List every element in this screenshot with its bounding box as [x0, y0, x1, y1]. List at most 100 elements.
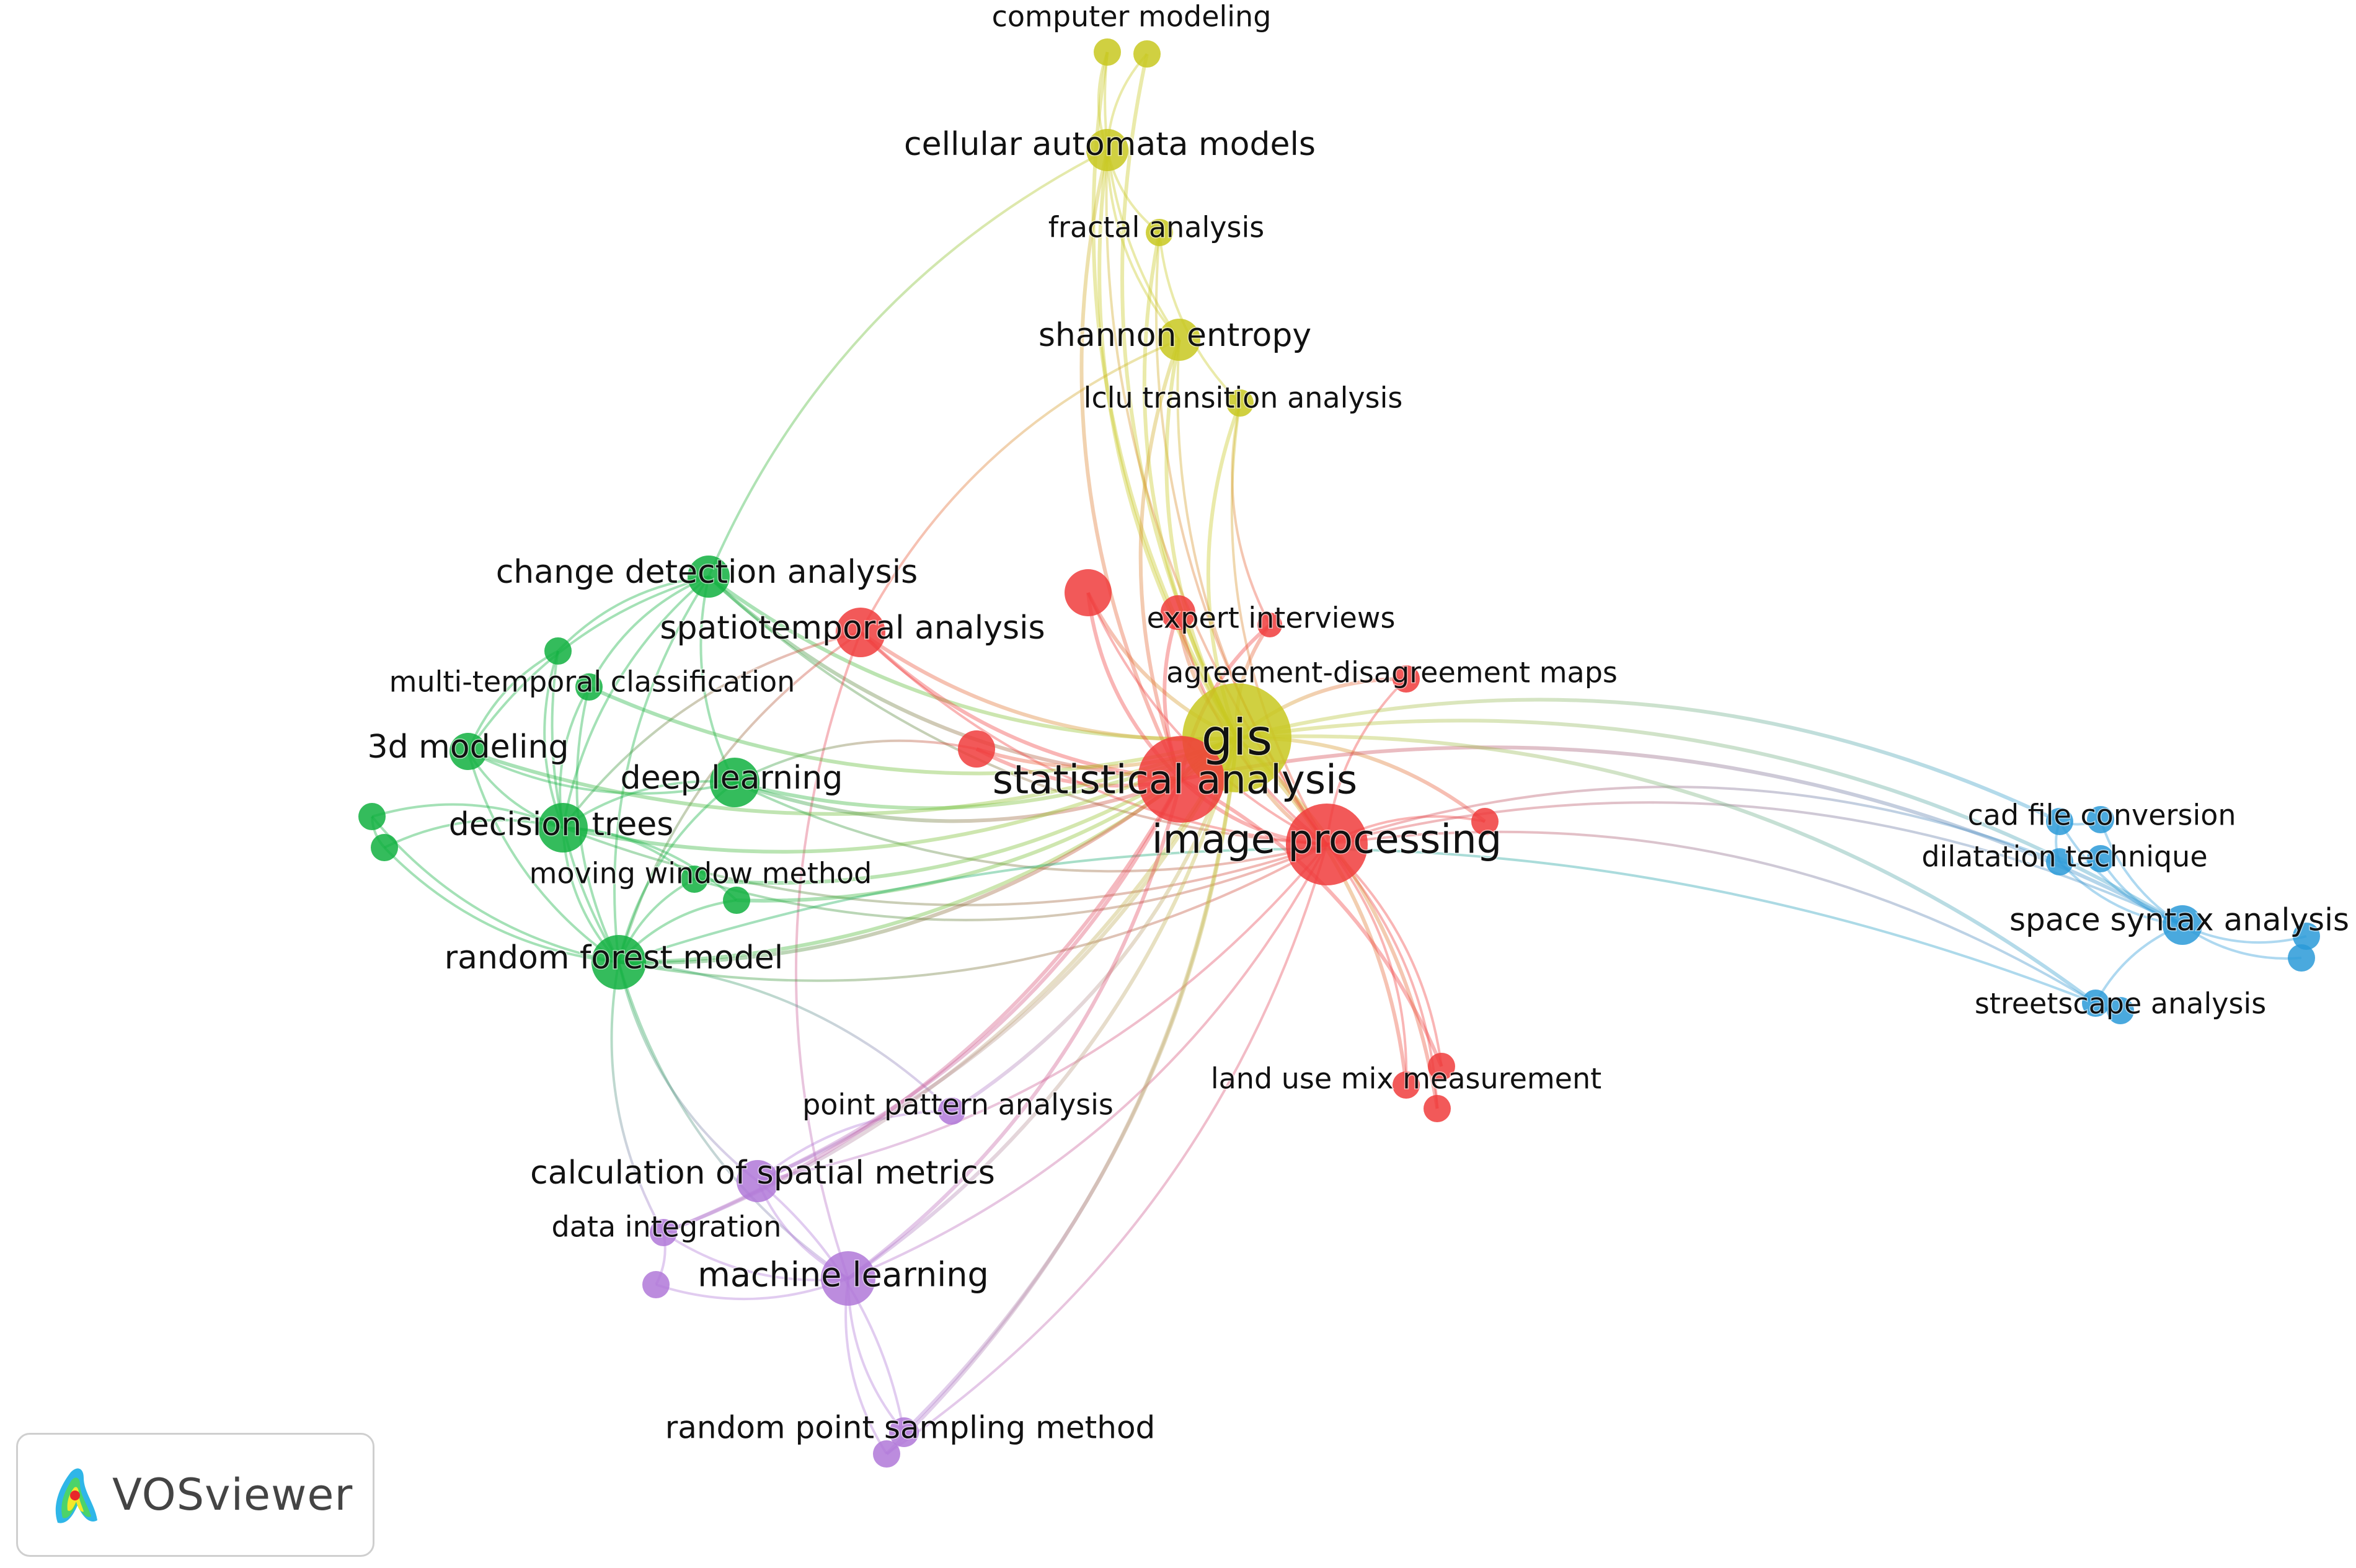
link-cad_file_conversion-gis: [1236, 698, 2061, 823]
link-lclu_transition_analysis-red_unlabeled_b: [1231, 402, 1271, 626]
node-green-unlabeled-c[interactable]: [371, 834, 398, 861]
node-decision-trees[interactable]: [538, 803, 588, 853]
label-streetscape-analysis[interactable]: streetscape analysis: [1973, 986, 2267, 1021]
node-expert-interviews[interactable]: [1161, 595, 1195, 630]
node-green-unlabeled-b[interactable]: [358, 803, 386, 830]
label-machine-learning[interactable]: machine learning: [697, 1254, 990, 1295]
link-random_forest_model-image_processing: [618, 843, 1327, 982]
label-random-forest-model[interactable]: random forest model: [443, 939, 784, 978]
label-agreement-disagreement-maps[interactable]: agreement-disagreement maps: [1166, 655, 1619, 690]
node-cad-file-conversion[interactable]: [2046, 808, 2073, 835]
link-deep_learning-statistical_analysis: [734, 777, 1182, 823]
node-calculation-of-spatial-metrics[interactable]: [737, 1160, 779, 1202]
node-space-syntax-analysis[interactable]: [2163, 905, 2202, 945]
label-change-detection-analysis[interactable]: change detection analysis: [495, 553, 919, 592]
node-red-unlabeled-d[interactable]: [1471, 808, 1499, 835]
node-shannon-entropy[interactable]: [1158, 319, 1200, 361]
label-multi-temporal-classification[interactable]: multi-temporal classification: [388, 664, 796, 699]
link-machine_learning-gis: [847, 737, 1239, 1280]
link-computer_modeling-shannon_entropy: [1104, 51, 1180, 341]
label-cad-file-conversion[interactable]: cad file conversion: [1967, 797, 2237, 833]
link-calculation_of_spatial_metrics-image_processing: [757, 843, 1328, 1182]
nodes-layer: [358, 38, 2320, 1468]
node-fractal-analysis[interactable]: [1146, 219, 1173, 246]
node-blue-unlabeled-c[interactable]: [2293, 923, 2320, 950]
label-land-use-mix-measurement[interactable]: land use mix measurement: [1210, 1061, 1602, 1096]
label-random-point-sampling-method[interactable]: random point sampling method: [664, 1409, 1156, 1446]
label-dilatation-technique[interactable]: dilatation technique: [1921, 839, 2208, 874]
label-3d-modeling[interactable]: 3d modeling: [366, 728, 570, 767]
link-streetscape_analysis-gis: [1236, 734, 2097, 1005]
label-image-processing[interactable]: image processing: [1151, 816, 1503, 864]
link-moving_window_method-image_processing: [694, 843, 1327, 921]
label-cellular-automata-models[interactable]: cellular automata models: [903, 125, 1317, 164]
label-moving-window-method[interactable]: moving window method: [528, 856, 873, 891]
link-3d_modeling-deep_learning: [467, 750, 735, 795]
label-deep-learning[interactable]: deep learning: [619, 759, 844, 798]
node-red-unlabeled-c[interactable]: [958, 730, 995, 768]
label-lclu-transition-analysis[interactable]: lclu transition analysis: [1083, 380, 1404, 415]
label-data-integration[interactable]: data integration: [551, 1209, 782, 1244]
node-land-use-mix-measurement[interactable]: [1393, 1071, 1420, 1099]
node-machine-learning[interactable]: [821, 1251, 875, 1306]
label-statistical-analysis[interactable]: statistical analysis: [991, 756, 1358, 804]
node-streetscape-analysis[interactable]: [2082, 990, 2109, 1017]
node-random-forest-model[interactable]: [591, 935, 646, 990]
node-multi-temporal-classification[interactable]: [575, 673, 603, 701]
label-spatiotemporal-analysis[interactable]: spatiotemporal analysis: [659, 609, 1046, 648]
link-red_unlabeled_f-gis: [1235, 736, 1439, 1109]
node-statistical-analysis[interactable]: [1138, 736, 1224, 823]
node-red-unlabeled-e[interactable]: [1428, 1053, 1455, 1080]
label-point-pattern-analysis[interactable]: point pattern analysis: [802, 1087, 1115, 1122]
link-streetscape_analysis-image_processing: [1326, 830, 2097, 1004]
node-point-pattern-analysis[interactable]: [938, 1097, 965, 1125]
vosviewer-logo[interactable]: VOSviewer: [16, 1433, 374, 1557]
label-decision-trees[interactable]: decision trees: [448, 805, 675, 844]
link-calculation_of_spatial_metrics-statistical_analysis: [756, 778, 1183, 1183]
node-red-unlabeled-b[interactable]: [1257, 613, 1282, 637]
node-3d-modeling[interactable]: [450, 733, 487, 770]
node-moving-window-method[interactable]: [681, 866, 708, 893]
node-cellular-automata-models[interactable]: [1086, 129, 1128, 171]
vosviewer-logo-text: VOSviewer: [112, 1469, 353, 1520]
node-dilatation-technique[interactable]: [2046, 848, 2073, 875]
node-lclu-transition-analysis[interactable]: [1226, 389, 1254, 417]
node-green-unlabeled-d[interactable]: [723, 887, 750, 914]
label-expert-interviews[interactable]: expert interviews: [1146, 600, 1396, 636]
node-red-unlabeled-f[interactable]: [1424, 1095, 1451, 1122]
label-space-syntax-analysis[interactable]: space syntax analysis: [2008, 901, 2350, 939]
node-image-processing[interactable]: [1286, 804, 1368, 885]
link-change_detection_analysis-random_forest_model: [613, 575, 710, 963]
link-green_unlabeled_d-decision_trees: [562, 826, 738, 901]
link-random_forest_model-calculation_of_spatial_metrics: [618, 962, 759, 1182]
node-deep-learning[interactable]: [710, 758, 760, 807]
node-data-integration[interactable]: [650, 1219, 677, 1246]
link-random_forest_model-machine_learning: [618, 962, 849, 1280]
label-calculation-of-spatial-metrics[interactable]: calculation of spatial metrics: [529, 1154, 996, 1193]
link-point_pattern_analysis-random_forest_model: [618, 961, 953, 1112]
link-green_unlabeled_b-random_forest_model: [371, 815, 619, 963]
node-change-detection-analysis[interactable]: [688, 556, 730, 598]
link-change_detection_analysis-deep_learning: [699, 576, 736, 783]
node-red-unlabeled-a[interactable]: [1065, 569, 1112, 616]
link-random_forest_model-data_integration: [610, 962, 665, 1233]
node-green-unlabeled-a[interactable]: [544, 637, 572, 665]
node-blue-unlabeled-d[interactable]: [2288, 944, 2315, 972]
link-spatiotemporal_analysis-machine_learning: [795, 632, 862, 1279]
node-agreement-disagreement-maps[interactable]: [1393, 665, 1420, 693]
node-blue-unlabeled-e[interactable]: [2107, 997, 2134, 1024]
link-green_unlabeled_c-random_forest_model: [383, 846, 619, 963]
node-computer-modeling-b[interactable]: [1133, 40, 1161, 68]
label-shannon-entropy[interactable]: shannon entropy: [1037, 316, 1312, 355]
node-computer-modeling[interactable]: [1094, 38, 1121, 66]
node-random-point-sampling-method[interactable]: [889, 1417, 919, 1447]
node-purple-unlabeled-a[interactable]: [642, 1271, 670, 1298]
label-gis[interactable]: gis: [1200, 707, 1273, 767]
node-spatiotemporal-analysis[interactable]: [836, 608, 885, 657]
node-blue-unlabeled-a[interactable]: [2087, 806, 2114, 833]
node-purple-unlabeled-b[interactable]: [873, 1440, 900, 1468]
label-computer-modeling[interactable]: computer modeling: [991, 0, 1272, 34]
node-blue-unlabeled-b[interactable]: [2087, 845, 2114, 872]
label-fractal-analysis[interactable]: fractal analysis: [1047, 210, 1265, 245]
link-cellular_automata_models-statistical_analysis: [1079, 149, 1183, 781]
